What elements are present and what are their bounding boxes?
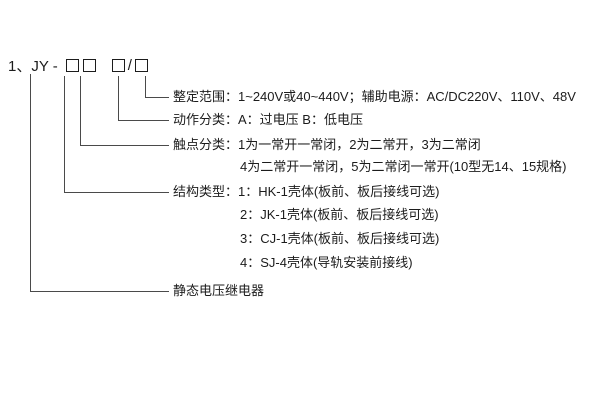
- label-action-class: 动作分类：A：过电压 B：低电压: [173, 112, 363, 127]
- code-box-action-class: [111, 59, 125, 72]
- label-structure-type-line3: 3：CJ-1壳体(板前、板后接线可选): [240, 231, 440, 246]
- code-box-setting-range: [134, 59, 148, 72]
- model-code-prefix: 1、JY -: [8, 58, 58, 75]
- label-structure-type-line1: 结构类型：1：HK-1壳体(板前、板后接线可选): [173, 184, 440, 199]
- label-contact-class-line1: 触点分类：1为一常开一常闭，2为二常开，3为二常闭: [173, 137, 481, 152]
- connector-structure-type: [64, 76, 169, 193]
- label-structure-type-line2: 2：JK-1壳体(板前、板后接线可选): [240, 207, 439, 222]
- connector-product-name: [30, 74, 169, 292]
- connector-contact-class: [80, 76, 169, 146]
- connector-setting-range: [145, 76, 169, 98]
- code-box-contact-class: [82, 59, 96, 72]
- label-contact-class-line2: 4为二常开一常闭，5为二常闭一常开(10型无14、15规格): [240, 159, 567, 174]
- model-code-row: 1、JY - /: [8, 55, 150, 76]
- label-product-name: 静态电压继电器: [173, 283, 265, 298]
- code-box-structure-type: [65, 59, 79, 72]
- connector-action-class: [118, 76, 169, 121]
- label-setting-range: 整定范围：1~240V或40~440V；辅助电源：AC/DC220V、110V、…: [173, 89, 576, 104]
- label-structure-type-line4: 4：SJ-4壳体(导轨安装前接线): [240, 255, 413, 270]
- code-slash: /: [127, 57, 132, 74]
